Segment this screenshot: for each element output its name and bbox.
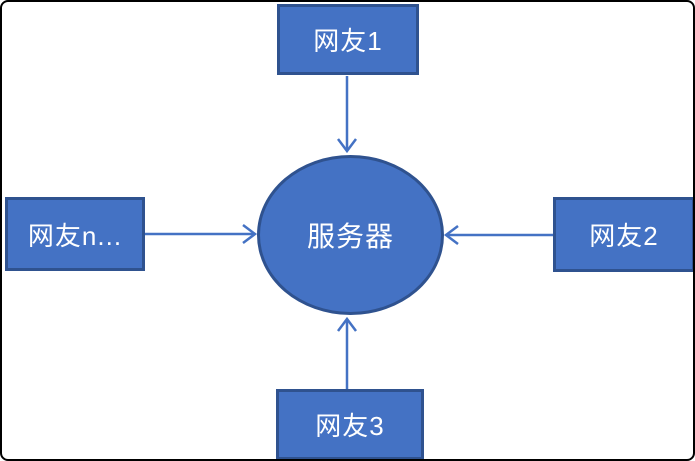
arrow-left-to-center-icon — [145, 224, 258, 244]
node-netizen-n-label: 网友n... — [27, 220, 123, 251]
node-netizen-2: 网友2 — [553, 197, 693, 272]
arrow-right-to-center-icon — [443, 225, 553, 245]
arrow-bottom-to-center-icon — [337, 316, 357, 389]
node-netizen-3: 网友3 — [276, 389, 424, 459]
node-netizen-2-label: 网友2 — [589, 221, 659, 251]
node-netizen-1-label: 网友1 — [313, 26, 383, 56]
node-server-label: 服务器 — [306, 221, 394, 252]
node-netizen-n: 网友n... — [5, 197, 145, 271]
node-netizen-1: 网友1 — [277, 4, 419, 75]
node-netizen-3-label: 网友3 — [315, 411, 385, 441]
arrow-top-to-center-icon — [337, 76, 357, 154]
node-server: 服务器 — [257, 155, 444, 315]
